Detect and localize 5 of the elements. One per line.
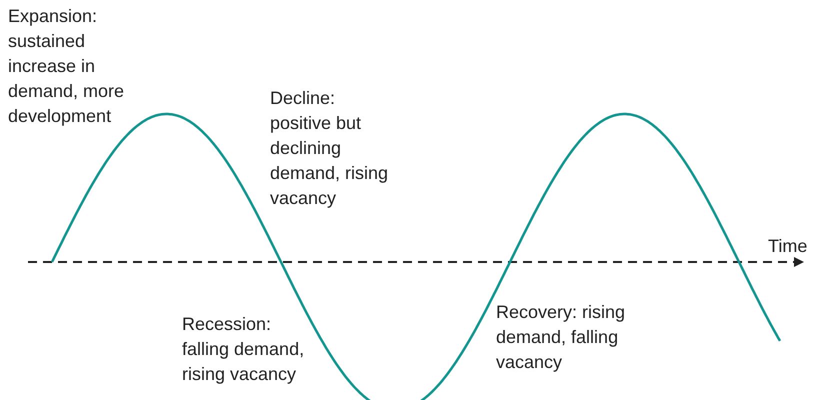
- phase-label: Recession: falling demand, rising vacancy: [182, 313, 306, 386]
- phase-label: Recovery: rising demand, falling vacancy: [496, 301, 626, 374]
- axis-label: Time: [768, 235, 808, 258]
- phase-label: Expansion: sustained increase in demand, more development: [8, 5, 126, 128]
- phase-label: Decline: positive but declining demand, rising vacancy: [270, 87, 390, 210]
